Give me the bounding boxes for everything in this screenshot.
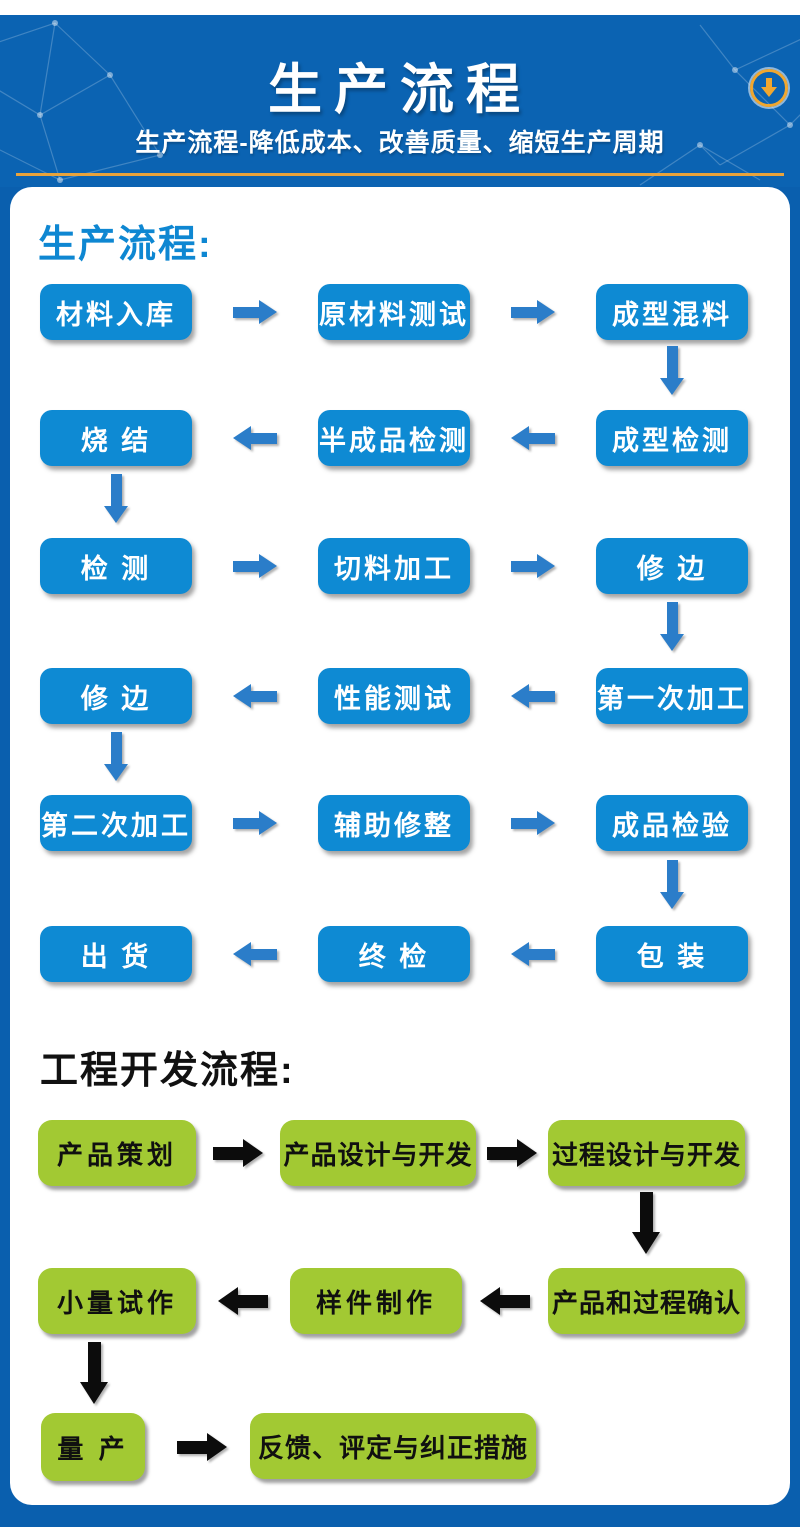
arrow-right-icon (511, 554, 555, 578)
flow-step-aux-finishing: 辅助修整 (318, 795, 470, 851)
flow-step-trim-2: 修 边 (40, 668, 192, 724)
eng-step-process-design: 过程设计与开发 (548, 1120, 745, 1186)
arrow-left-icon (511, 684, 555, 708)
arrow-right-icon (233, 554, 277, 578)
flow-step-shipping: 出 货 (40, 926, 192, 982)
flow-step-semi-test: 半成品检测 (318, 410, 470, 466)
arrow-down-icon (632, 1192, 660, 1254)
page-title: 生产流程 (268, 60, 532, 120)
download-circle-button[interactable] (750, 69, 788, 107)
arrow-right-icon (213, 1139, 263, 1167)
arrow-left-icon (233, 942, 277, 966)
eng-step-mass-production: 量 产 (41, 1413, 145, 1481)
production-flow-heading: 生产流程: (38, 224, 213, 266)
flow-step-packaging: 包 装 (596, 926, 748, 982)
arrow-left-icon (480, 1287, 530, 1315)
flow-step-final-product-inspect: 成品检验 (596, 795, 748, 851)
constellation-pattern (0, 20, 800, 186)
arrow-left-icon (511, 942, 555, 966)
flow-step-final-check: 终 检 (318, 926, 470, 982)
flow-step-performance-test: 性能测试 (318, 668, 470, 724)
flow-step-material-in: 材料入库 (40, 284, 192, 340)
flow-step-cutting: 切料加工 (318, 538, 470, 594)
flow-step-inspect: 检 测 (40, 538, 192, 594)
page-subtitle: 生产流程-降低成本、改善质量、缩短生产周期 (135, 129, 665, 157)
arrow-right-icon (511, 300, 555, 324)
flow-step-mold-test: 成型检测 (596, 410, 748, 466)
flow-step-mix: 成型混料 (596, 284, 748, 340)
flow-step-raw-test: 原材料测试 (318, 284, 470, 340)
arrow-left-icon (233, 684, 277, 708)
flow-step-sinter: 烧 结 (40, 410, 192, 466)
arrow-right-icon (177, 1433, 227, 1461)
arrow-right-icon (233, 300, 277, 324)
arrow-right-icon (487, 1139, 537, 1167)
arrow-left-icon (511, 426, 555, 450)
eng-step-small-trial: 小量试作 (38, 1268, 196, 1334)
eng-step-feedback-corrective: 反馈、评定与纠正措施 (250, 1413, 536, 1479)
eng-step-product-planning: 产品策划 (38, 1120, 196, 1186)
arrow-down-icon (660, 860, 684, 909)
flow-step-first-machining: 第一次加工 (596, 668, 748, 724)
arrow-down-icon (104, 732, 128, 781)
engineering-flow-heading: 工程开发流程: (40, 1050, 295, 1092)
eng-step-sample-making: 样件制作 (290, 1268, 462, 1334)
arrow-left-icon (233, 426, 277, 450)
arrow-right-icon (233, 811, 277, 835)
arrow-down-icon (660, 602, 684, 651)
eng-step-product-process-confirm: 产品和过程确认 (548, 1268, 745, 1334)
arrow-down-icon (80, 1342, 108, 1404)
flow-step-trim-1: 修 边 (596, 538, 748, 594)
page-header: 生产流程 生产流程-降低成本、改善质量、缩短生产周期 (0, 15, 800, 187)
orange-divider (16, 173, 784, 176)
arrow-down-icon (660, 346, 684, 395)
flow-step-second-machining: 第二次加工 (40, 795, 192, 851)
arrow-left-icon (218, 1287, 268, 1315)
content-panel: 生产流程: 材料入库 原材料测试 成型混料 烧 结 半成品检测 成型检测 检 测… (10, 187, 790, 1505)
top-white-strip (0, 0, 800, 15)
arrow-down-icon (104, 474, 128, 523)
eng-step-product-design: 产品设计与开发 (280, 1120, 476, 1186)
arrow-right-icon (511, 811, 555, 835)
down-arrow-icon (761, 78, 777, 97)
